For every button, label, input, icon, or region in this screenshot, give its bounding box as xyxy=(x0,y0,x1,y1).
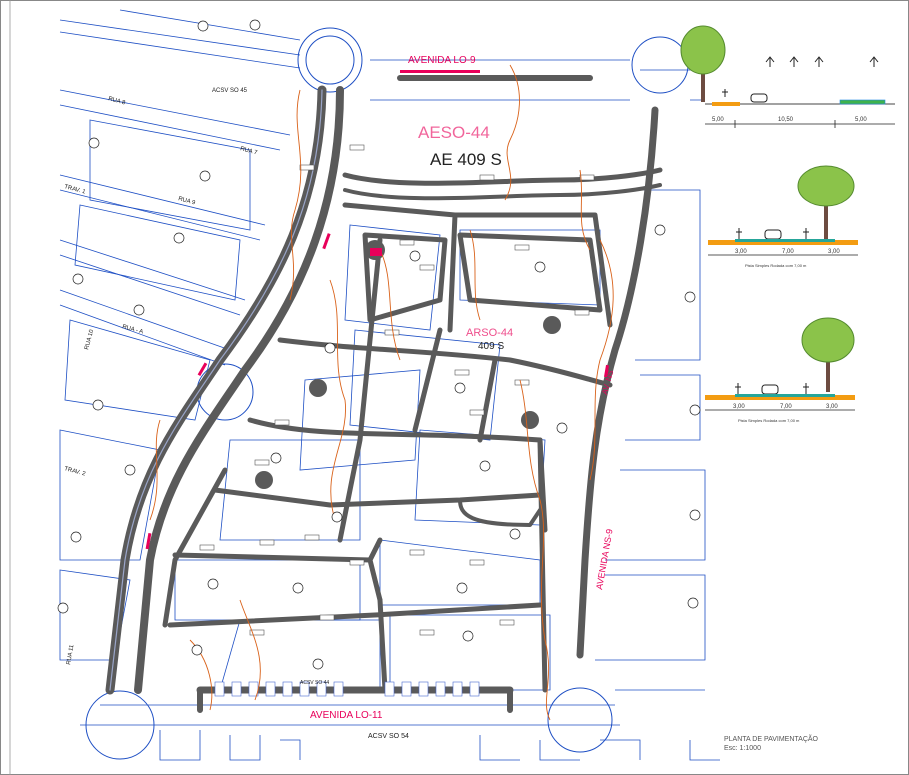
lot-tags xyxy=(199,144,595,636)
tree-trunk-icon xyxy=(824,195,828,240)
block-number-markers xyxy=(57,19,701,670)
avenue-bottom-label: AVENIDA LO-11 xyxy=(310,710,383,721)
section2-dim-2: 7,00 xyxy=(782,249,794,255)
roundabout-bottom-right xyxy=(547,687,613,753)
section1-dim-2: 10,50 xyxy=(778,117,794,123)
street-rua-11: RUA 11 xyxy=(66,644,76,666)
block-mid-code: 409 S xyxy=(478,341,504,352)
section1-dim-1: 5,00 xyxy=(712,117,724,123)
section3-caption: Pista Simples Rodada com 7,00 m xyxy=(738,418,800,423)
avenue-right-mid-label: AV. NS xyxy=(600,369,615,395)
car-icon xyxy=(761,384,779,395)
roundabout-top-right xyxy=(631,36,689,94)
paved-roads xyxy=(105,75,663,713)
contour-lines xyxy=(149,64,614,721)
car-icon xyxy=(750,93,768,103)
section2-dim-3: 3,00 xyxy=(828,249,840,255)
annotation-highlights xyxy=(145,70,610,550)
pedestrian-icons xyxy=(735,383,809,395)
street-rua-10: RUA 10 xyxy=(84,328,95,350)
section3-dim-1: 3,00 xyxy=(733,404,745,410)
title-block: PLANTA DE PAVIMENTAÇÃO Esc: 1:1000 xyxy=(724,735,818,753)
section3-dim-3: 3,00 xyxy=(826,404,838,410)
drawing-scale: Esc: 1:1000 xyxy=(724,745,761,752)
block-big-code: AE 409 S xyxy=(430,150,502,169)
tree-trunk-icon xyxy=(701,70,705,102)
tree-icon xyxy=(680,25,726,75)
section1-dim-3: 5,00 xyxy=(855,117,867,123)
pedestrian-icons xyxy=(722,56,879,97)
street-rua-a: RUA - A xyxy=(121,324,143,335)
roundabouts xyxy=(85,27,689,760)
acsv-top-label: ACSV SO 45 xyxy=(212,88,248,94)
block-mid-label: ARSO-44 xyxy=(466,327,513,339)
tree-icon xyxy=(801,317,855,363)
cross-section-2: 3,00 7,00 3,00 Pista Simples Rodada com … xyxy=(708,165,858,268)
section2-dim-1: 3,00 xyxy=(735,249,747,255)
drawing-title: PLANTA DE PAVIMENTAÇÃO xyxy=(724,736,819,743)
cross-section-1: 5,00 10,50 5,00 xyxy=(680,25,895,128)
roundabout-top-left xyxy=(297,27,363,93)
block-big-label: AESO-44 xyxy=(418,123,490,142)
lot-lines xyxy=(59,9,720,761)
roundabout-bottom-left xyxy=(85,690,155,760)
cross-section-3: 3,00 7,00 3,00 Pista Simples Rodada com … xyxy=(705,317,855,423)
section3-dim-2: 7,00 xyxy=(780,404,792,410)
avenue-right-lower-label: AVENIDA NS-9 xyxy=(594,528,615,590)
plan-area: AVENIDA LO-9 ACSV SO 45 AESO-44 AE 409 S… xyxy=(57,9,720,761)
street-rua-7: RUA 7 xyxy=(239,146,258,156)
avenue-top-label: AVENIDA LO-9 xyxy=(408,55,476,66)
acsv-strip-label: ACSV SO 44 xyxy=(300,680,329,686)
trav-1: TRAV. 1 xyxy=(63,184,86,196)
acsv-bottom-label: ACSV SO 54 xyxy=(368,733,409,740)
street-rua-8: RUA 8 xyxy=(107,96,126,106)
trav-2: TRAV. 2 xyxy=(63,466,86,478)
car-icon xyxy=(764,229,782,240)
tree-icon xyxy=(797,165,855,207)
pedestrian-icons xyxy=(736,228,809,240)
street-rua-9: RUA 9 xyxy=(177,196,196,206)
section2-caption: Pista Simples Rodada com 7,00 m xyxy=(745,263,807,268)
tree-trunk-icon xyxy=(826,350,830,392)
